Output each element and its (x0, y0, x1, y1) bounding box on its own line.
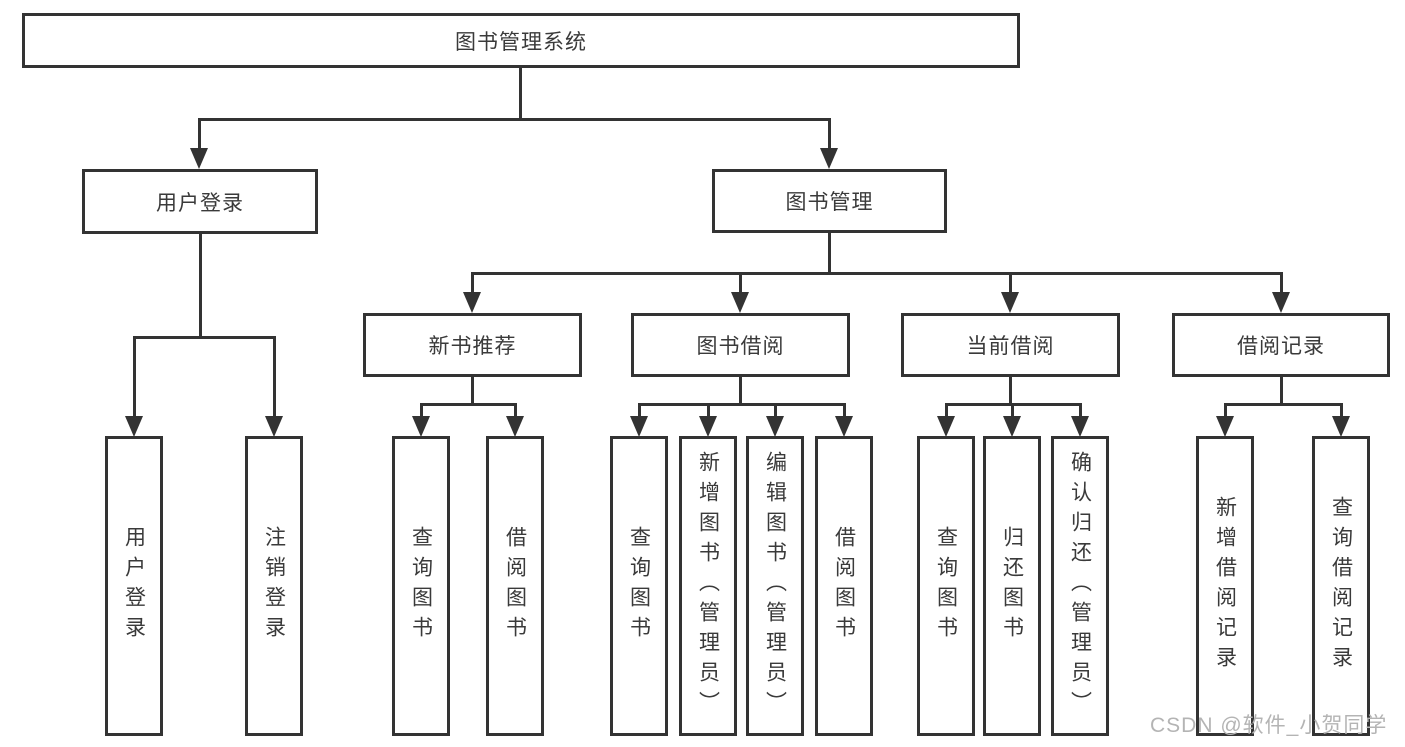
connector-line (1280, 272, 1283, 294)
connector-line (273, 336, 276, 418)
leaf-add-borrow-record-label: 新增借阅记录 (1213, 496, 1237, 676)
connector-line (1009, 272, 1012, 294)
leaf-confirm-return-admin: 确认归还（管理员） (1051, 436, 1109, 736)
connector-line (420, 403, 423, 418)
node-new-book-recommend-label: 新书推荐 (428, 335, 517, 358)
connector-line (1280, 377, 1283, 405)
connector-line (1224, 403, 1342, 406)
leaf-user-login-label: 用户登录 (122, 526, 146, 646)
connector-line (828, 233, 831, 275)
leaf-add-book-admin: 新增图书（管理员） (679, 436, 737, 736)
leaf-edit-book-admin-label: 编辑图书（管理员） (763, 451, 787, 721)
leaf-user-login: 用户登录 (105, 436, 163, 736)
connector-line (945, 403, 948, 418)
leaf-query-books-3: 查询图书 (917, 436, 975, 736)
connector-line (198, 118, 831, 121)
arrowhead-down-icon (699, 416, 717, 437)
connector-line (843, 403, 846, 418)
node-root-label: 图书管理系统 (455, 30, 587, 54)
arrowhead-down-icon (820, 148, 838, 169)
connector-line (519, 68, 522, 119)
arrowhead-down-icon (630, 416, 648, 437)
node-user-login-label: 用户登录 (156, 191, 244, 215)
connector-line (199, 234, 202, 338)
leaf-confirm-return-admin-label: 确认归还（管理员） (1068, 451, 1092, 721)
leaf-borrow-books-2-label: 借阅图书 (832, 526, 856, 646)
connector-line (471, 272, 1282, 275)
node-user-login: 用户登录 (82, 169, 318, 234)
csdn-watermark: CSDN @软件_小贺同学 (1150, 714, 1388, 737)
connector-line (514, 403, 517, 418)
leaf-edit-book-admin: 编辑图书（管理员） (746, 436, 804, 736)
leaf-query-books-1-label: 查询图书 (409, 526, 433, 646)
node-new-book-recommend: 新书推荐 (363, 313, 582, 377)
leaf-query-borrow-record: 查询借阅记录 (1312, 436, 1370, 736)
leaf-return-book-label: 归还图书 (1000, 526, 1024, 646)
leaf-borrow-books-1: 借阅图书 (486, 436, 544, 736)
node-current-borrowing: 当前借阅 (901, 313, 1120, 377)
arrowhead-down-icon (937, 416, 955, 437)
connector-line (471, 272, 474, 294)
leaf-return-book: 归还图书 (983, 436, 1041, 736)
connector-line (739, 272, 742, 294)
connector-line (133, 336, 275, 339)
arrowhead-down-icon (1003, 416, 1021, 437)
node-borrow-records: 借阅记录 (1172, 313, 1390, 377)
connector-line (133, 336, 136, 418)
connector-line (739, 377, 742, 405)
connector-line (1224, 403, 1227, 418)
connector-line (471, 377, 474, 405)
connector-line (420, 403, 517, 406)
arrowhead-down-icon (412, 416, 430, 437)
arrowhead-down-icon (1332, 416, 1350, 437)
connector-line (774, 403, 777, 418)
arrowhead-down-icon (766, 416, 784, 437)
node-root: 图书管理系统 (22, 13, 1020, 68)
node-book-management-label: 图书管理 (785, 191, 874, 214)
leaf-logout-label: 注销登录 (262, 526, 286, 646)
arrowhead-down-icon (125, 416, 143, 437)
connector-line (1079, 403, 1082, 418)
arrowhead-down-icon (265, 416, 283, 437)
arrowhead-down-icon (1216, 416, 1234, 437)
connector-line (1011, 403, 1014, 418)
connector-line (638, 403, 846, 406)
leaf-add-borrow-record: 新增借阅记录 (1196, 436, 1254, 736)
arrowhead-down-icon (463, 292, 481, 313)
connector-line (707, 403, 710, 418)
node-book-management: 图书管理 (712, 169, 947, 233)
leaf-logout: 注销登录 (245, 436, 303, 736)
leaf-add-book-admin-label: 新增图书（管理员） (696, 451, 720, 721)
connector-line (828, 118, 831, 150)
connector-line (1009, 377, 1012, 405)
arrowhead-down-icon (1272, 292, 1290, 313)
connector-line (1340, 403, 1343, 418)
arrowhead-down-icon (835, 416, 853, 437)
node-borrow-records-label: 借阅记录 (1237, 335, 1325, 358)
arrowhead-down-icon (731, 292, 749, 313)
leaf-borrow-books-2: 借阅图书 (815, 436, 873, 736)
leaf-query-books-2: 查询图书 (610, 436, 668, 736)
leaf-query-books-2-label: 查询图书 (627, 526, 651, 646)
connector-line (198, 118, 201, 150)
arrowhead-down-icon (506, 416, 524, 437)
leaf-query-borrow-record-label: 查询借阅记录 (1329, 496, 1353, 676)
leaf-borrow-books-1-label: 借阅图书 (503, 526, 527, 646)
node-book-borrowing: 图书借阅 (631, 313, 850, 377)
connector-line (638, 403, 641, 418)
arrowhead-down-icon (190, 148, 208, 169)
leaf-query-books-1: 查询图书 (392, 436, 450, 736)
leaf-query-books-3-label: 查询图书 (934, 526, 958, 646)
arrowhead-down-icon (1001, 292, 1019, 313)
node-book-borrowing-label: 图书借阅 (696, 335, 785, 358)
arrowhead-down-icon (1071, 416, 1089, 437)
node-current-borrowing-label: 当前借阅 (966, 335, 1055, 358)
